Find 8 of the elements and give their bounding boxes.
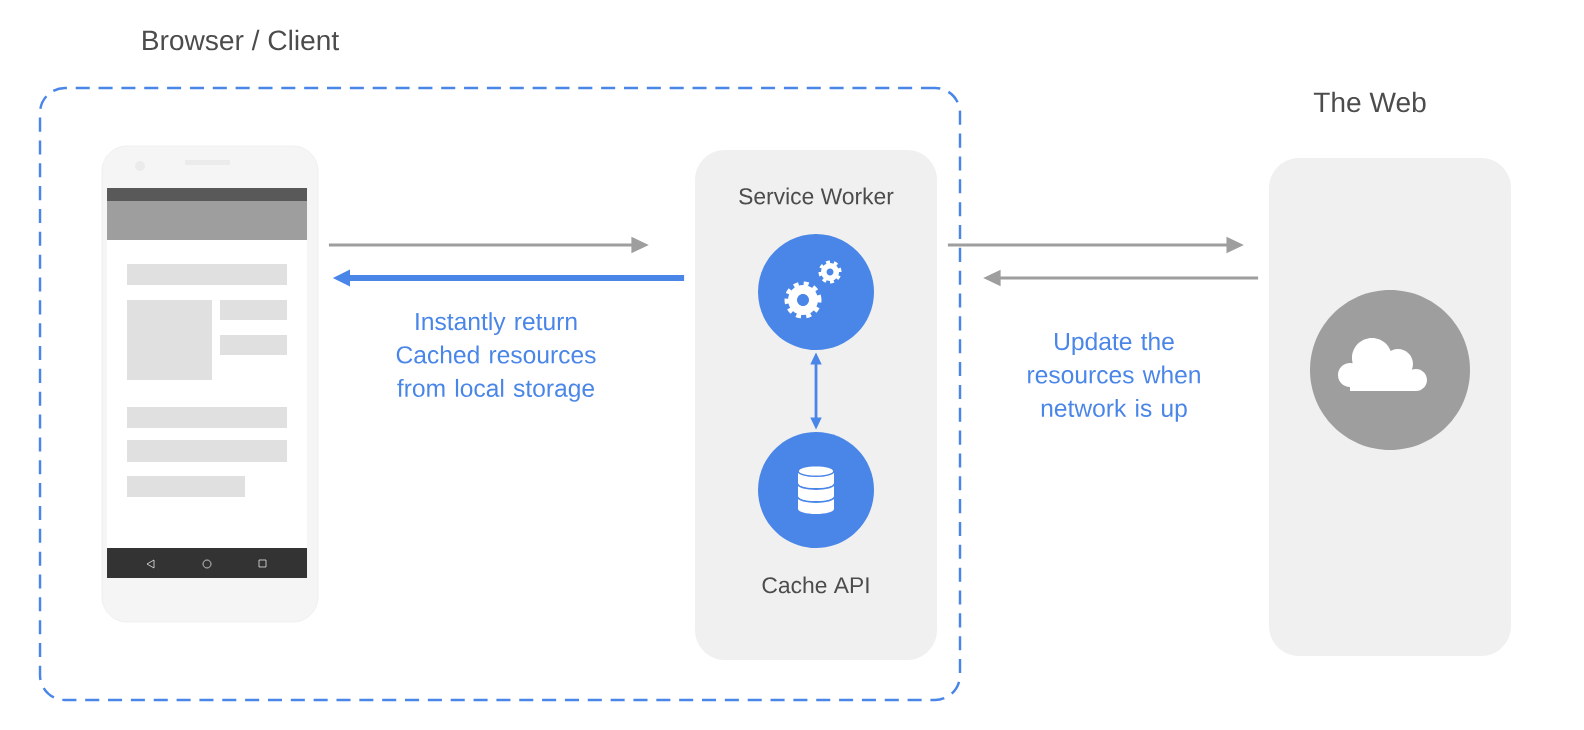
panel-title: The Web xyxy=(1313,91,1426,113)
round-icon-circle xyxy=(758,234,874,350)
edge-label: Update the resources when network is up xyxy=(1028,332,1200,422)
dashed-group-box xyxy=(38,86,962,702)
node-label: Cache API xyxy=(762,576,869,594)
group-title: Browser / Client xyxy=(143,29,339,51)
panel-title: Service Worker xyxy=(739,187,894,205)
edge-label: Instantly return Cached resources from local storage xyxy=(396,312,596,402)
